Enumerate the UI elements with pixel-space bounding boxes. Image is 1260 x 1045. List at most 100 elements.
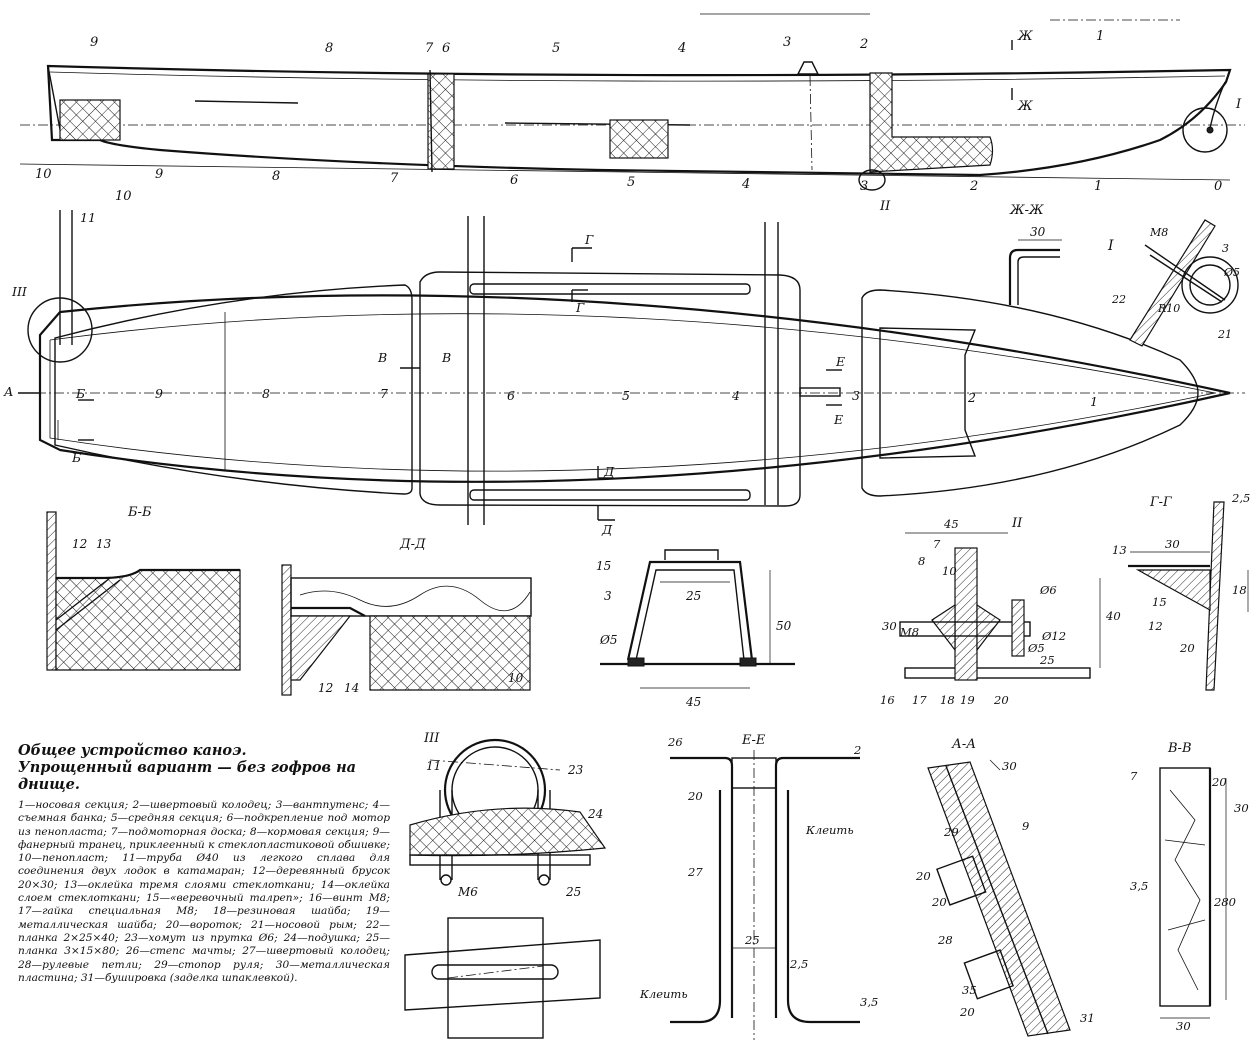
- section-e-e: Е-Е 26 2 20 Клеить 27 25 2,5 Клеить 3,5: [639, 733, 878, 1040]
- dimension-label: 40: [1105, 609, 1121, 623]
- detail-label: 29: [943, 825, 959, 839]
- detail-label: 26: [667, 735, 683, 749]
- dimension-label: M8: [899, 625, 919, 639]
- station-label: 4: [741, 177, 750, 192]
- foam-label: 10: [115, 189, 132, 204]
- detail-label: 3: [604, 589, 612, 603]
- section-title: II: [1011, 516, 1023, 531]
- section-title: Д-Д: [399, 537, 426, 552]
- detail-label: 7: [1130, 769, 1138, 783]
- dimension-label: 35: [962, 983, 977, 997]
- dimension-label: Ø12: [1041, 629, 1066, 643]
- dimension-label: 20: [915, 869, 931, 883]
- dimension-label: Ø6: [1039, 583, 1057, 597]
- dimension-label: 20: [1211, 775, 1227, 789]
- tube-clamp-plan: [404, 917, 601, 1039]
- dimension-label: 7: [933, 537, 941, 551]
- dimension-label: 45: [685, 695, 701, 709]
- dimension-label: 30: [1002, 759, 1017, 773]
- dimension-label: 20: [931, 895, 947, 909]
- station-label: 2: [967, 390, 976, 405]
- dimension-label: 20: [687, 789, 703, 803]
- side-view-labels: 9 8 7 6 5 4 3 2 1 10 9 8 7 6 5 4 3 2 1 0…: [35, 29, 1242, 214]
- detail-label: 12: [72, 537, 87, 551]
- detail-label: M6: [457, 885, 478, 899]
- detail-label: 15: [596, 559, 611, 573]
- detail-label: R10: [1157, 302, 1180, 315]
- section-mark: А: [3, 384, 13, 399]
- section-title: III: [423, 731, 440, 746]
- side-view: 9 8 7 6 5 4 3 2 1 10 9 8 7 6 5 4 3 2 1 0…: [19, 13, 1245, 214]
- detail-label: M8: [1149, 226, 1168, 239]
- detail-label: 27: [687, 865, 703, 879]
- section-zh-zh: Ж-Ж 30: [1008, 203, 1062, 305]
- station-label: 9: [155, 386, 163, 401]
- station-label: 3: [852, 388, 860, 403]
- caption-legend: 1—носовая секция; 2—швертовый колодец; 3…: [18, 799, 390, 984]
- dimension-label: 30: [1165, 537, 1180, 551]
- dimension-label: 25: [1039, 653, 1055, 667]
- tube-label: 11: [80, 210, 96, 225]
- detail-label: 24: [587, 807, 603, 821]
- station-label: 7: [380, 386, 388, 401]
- detail-callout: I: [1235, 97, 1242, 112]
- dimension-label: 30: [1176, 1019, 1191, 1033]
- section-title: Б-Б: [127, 505, 152, 520]
- section-mark: Б: [71, 450, 81, 465]
- detail-callout: II: [879, 199, 891, 214]
- note-label: Клеить: [805, 823, 854, 837]
- section-mark: Ж: [1017, 29, 1033, 44]
- station-label: 3: [860, 179, 868, 194]
- detail-label: 19: [960, 693, 975, 707]
- section-g-g: Г-Г 2,5 30 13 15 18 20 12: [1112, 491, 1250, 691]
- detail-label: 3: [1222, 242, 1229, 255]
- dimension-label: 15: [1152, 595, 1167, 609]
- caption-title: Общее устройство каноэ.: [18, 742, 247, 759]
- station-label: 8: [272, 169, 280, 184]
- detail-label: 18: [940, 693, 955, 707]
- figure-caption: Общее устройство каноэ. Упрощенный вариа…: [18, 742, 390, 985]
- detail-label: 23: [567, 763, 584, 777]
- section-mark: Е: [833, 412, 843, 427]
- dimension-label: 8: [918, 554, 925, 568]
- plan-view-labels: 11 III 9 8 7 6 5 4 3 2 1 А Б Б В В Г Г Д…: [3, 210, 1098, 537]
- station-label: 4: [731, 388, 740, 403]
- section-mark: Г: [584, 232, 594, 247]
- caption-subtitle: Упрощенный вариант — без гофров на днище…: [18, 759, 357, 793]
- dimension-label: 3,5: [860, 995, 878, 1009]
- detail-label: 9: [1022, 819, 1029, 833]
- dimension-label: 30: [882, 619, 897, 633]
- dimension-label: 50: [776, 619, 792, 633]
- dimension-label: Ø5: [599, 633, 617, 647]
- detail-label: 22: [1111, 293, 1126, 306]
- dimension-label: 3,5: [1130, 879, 1148, 893]
- station-label: 1: [1094, 179, 1102, 194]
- section-title: Ж-Ж: [1009, 203, 1044, 218]
- detail-label: 12: [1148, 619, 1163, 633]
- station-label: 5: [622, 388, 630, 403]
- part-label: 1: [1096, 29, 1104, 44]
- section-title: Г-Г: [1149, 495, 1172, 510]
- detail-label: Ø5: [1223, 266, 1240, 279]
- section-b-b: Б-Б 12 13: [46, 505, 241, 671]
- detail-label: 30: [1234, 801, 1249, 815]
- dimension-label: 2,5: [1231, 491, 1250, 505]
- station-label: 8: [262, 386, 270, 401]
- part-label: 2: [859, 37, 868, 52]
- section-title: Е-Е: [741, 733, 766, 748]
- section-mark: Д: [603, 464, 615, 479]
- part-label: 5: [552, 41, 560, 56]
- detail-callout: III: [11, 284, 28, 299]
- station-label: 0: [1214, 179, 1222, 194]
- detail-label: 14: [344, 681, 359, 695]
- section-d-d: Д-Д 12 14 10: [281, 537, 532, 696]
- dimension-label: 25: [744, 933, 760, 947]
- section-mark: Г: [575, 300, 585, 315]
- detail-ii: II 45 7 8 10 30 M8 Ø6 40 Ø12 Ø5 25 16 17…: [880, 516, 1121, 707]
- detail-label: 10: [508, 671, 524, 685]
- station-label: 1: [1090, 394, 1098, 409]
- station-label: 5: [627, 175, 635, 190]
- dimension-label: 18: [1232, 583, 1247, 597]
- dimension-label: 280: [1213, 895, 1236, 909]
